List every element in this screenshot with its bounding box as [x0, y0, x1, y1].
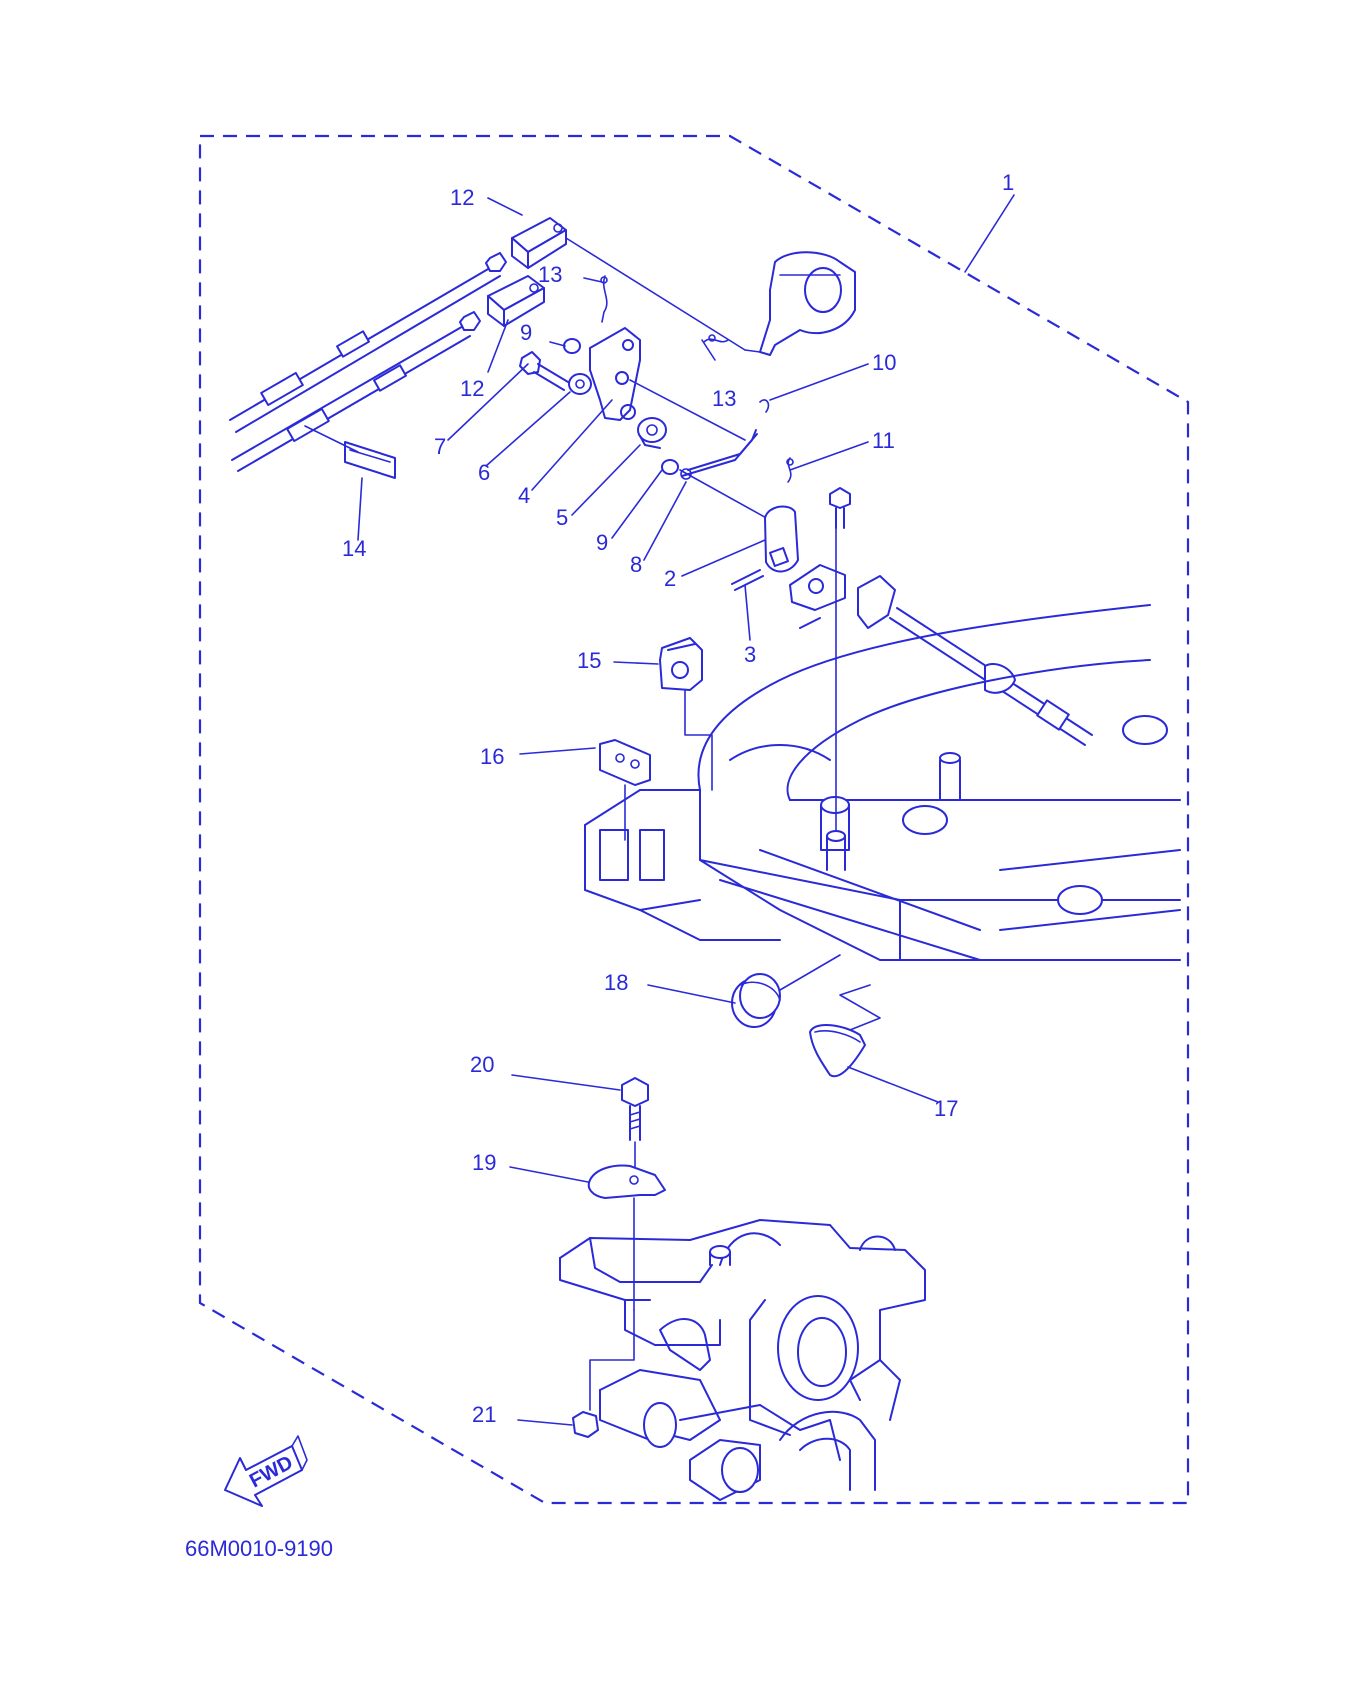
bolt-7: [519, 351, 569, 391]
leader-lines: [357, 194, 1015, 1426]
label-13b: 13: [712, 386, 736, 411]
screw-boss-body: [826, 835, 846, 871]
label-10: 10: [872, 350, 896, 375]
forward-direction-arrow: FWD: [224, 1435, 308, 1507]
label-3: 3: [744, 642, 756, 667]
washer-6: [568, 373, 592, 395]
cable-joint-lower: [487, 275, 545, 327]
label-12a: 12: [450, 185, 474, 210]
pin-3: [731, 569, 764, 591]
washer-9b: [661, 459, 679, 475]
label-18: 18: [604, 970, 628, 995]
bracket-19: [587, 1164, 666, 1199]
kit-boundary: [198, 134, 1190, 1505]
label-20: 20: [470, 1052, 494, 1077]
collar-5: [637, 417, 667, 449]
screw-boss: [826, 830, 846, 842]
label-14-tag: [304, 425, 396, 479]
bolt-20: [621, 1077, 649, 1141]
label-6: 6: [478, 460, 490, 485]
label-9b: 9: [596, 530, 608, 555]
label-21: 21: [472, 1402, 496, 1427]
cable-guide-line-a: [565, 237, 746, 351]
label-16: 16: [480, 744, 504, 769]
mounting-bracket: [559, 1219, 926, 1501]
washer-9a: [563, 338, 581, 354]
label-4: 4: [518, 483, 530, 508]
label-13a: 13: [538, 262, 562, 287]
lever-2: [764, 505, 799, 573]
clip-10: [759, 399, 770, 413]
grommet-guide-line: [684, 689, 713, 791]
label-9a: 9: [520, 320, 532, 345]
label-8: 8: [630, 552, 642, 577]
plug-18: [731, 973, 781, 1028]
plug-guide-line: [779, 954, 841, 991]
label-1: 1: [1002, 170, 1014, 195]
link-guide-line: [629, 379, 746, 441]
link-guide-line-b: [679, 469, 771, 521]
label-14: 14: [342, 536, 366, 561]
label-19: 19: [472, 1150, 496, 1175]
bottom-cowling: [584, 604, 1181, 961]
label-17: 17: [934, 1096, 958, 1121]
label-5: 5: [556, 505, 568, 530]
label-2: 2: [664, 566, 676, 591]
nut-21: [572, 1411, 599, 1438]
cotter-pin-13a: [600, 275, 608, 323]
label-11: 11: [872, 428, 895, 453]
link-rod-8: [680, 429, 758, 480]
label-7: 7: [434, 434, 446, 459]
grommet-17-guide-line: [839, 984, 881, 1031]
throttle-cables: [229, 264, 501, 472]
grommet-15: [659, 637, 703, 691]
label-12b: 12: [460, 376, 484, 401]
throttle-shaft: [889, 607, 1093, 746]
nut-guide-line: [589, 1309, 635, 1411]
lever-4: [589, 327, 641, 421]
plate-16: [599, 739, 651, 786]
throttle-cam: [789, 564, 896, 629]
cable-joint-upper: [511, 217, 567, 269]
part-labels: 1 12 13 9 12 13 10 11 7 6 4 5 9 8 2 3 14…: [342, 170, 1014, 1427]
grommet-17: [809, 1024, 866, 1078]
screw-upper: [829, 487, 851, 529]
control-lever-bracket: [744, 251, 856, 356]
cotter-pin-13b: [703, 334, 729, 343]
cable-nut-lower: [459, 311, 481, 331]
drawing-code: 66M0010-9190: [185, 1536, 333, 1561]
cable-nut-upper: [485, 252, 507, 272]
label-15: 15: [577, 648, 601, 673]
